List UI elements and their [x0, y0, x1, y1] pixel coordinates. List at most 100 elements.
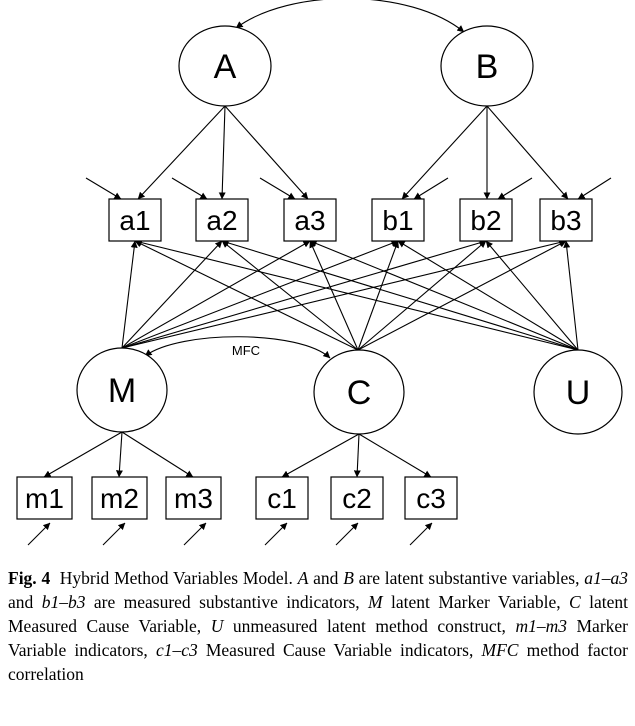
path-U-to-b2: [485, 240, 579, 351]
indicator-b1-box: [371, 198, 425, 242]
caption-run: unmeasured latent method construct,: [223, 616, 516, 636]
path-C-to-c1: [281, 433, 360, 478]
caption-run: M: [368, 592, 383, 612]
path-M-to-m3: [121, 431, 194, 478]
figure-caption: Fig. 4 Hybrid Method Variables Model. A …: [8, 566, 628, 686]
error-arrow-bottom-6: [409, 522, 433, 546]
indicator-m2-label: m2: [100, 483, 139, 514]
path-A-to-a1: [137, 105, 226, 200]
caption-run: method factor correlation: [8, 640, 628, 684]
path-U-to-b3: [563, 240, 579, 351]
error-arrow-top-5: [497, 177, 533, 200]
latent-U-ellipse: [533, 349, 623, 435]
caption-run: Measured Cause Variable indicators,: [197, 640, 482, 660]
indicator-c3-box: [404, 476, 458, 520]
caption-run: a1–a3: [584, 568, 628, 588]
caption-run: Marker Variable indicators,: [8, 616, 628, 660]
mfc-label: MFC: [232, 343, 260, 358]
latent-B-ellipse: [440, 25, 534, 107]
caption-run: C: [569, 592, 581, 612]
path-M-to-b2: [121, 239, 487, 349]
indicator-a3-label: a3: [294, 205, 325, 236]
caption-run: Hybrid Method Variables Model.: [59, 568, 298, 588]
path-M-to-b3: [121, 239, 567, 349]
indicator-c3-label: c3: [416, 483, 446, 514]
indicator-m1-label: m1: [25, 483, 64, 514]
indicator-c1-box: [255, 476, 309, 520]
correlation-A-B: [235, 0, 465, 33]
indicator-c2-box: [330, 476, 384, 520]
caption-run: U: [210, 616, 224, 636]
indicator-a1-box: [108, 198, 162, 242]
latent-A-label: A: [214, 48, 237, 86]
caption-text: Hybrid Method Variables Model. A and B a…: [8, 568, 628, 684]
path-M-to-a2: [121, 240, 223, 349]
indicator-a2-box: [195, 198, 249, 242]
path-C-to-c2: [353, 433, 361, 478]
caption-figure-number: Fig. 4: [8, 568, 51, 588]
latent-M-label: M: [108, 372, 136, 410]
indicator-c1-label: c1: [267, 483, 297, 514]
path-A-to-a2: [218, 105, 226, 200]
path-U-to-b1: [397, 240, 579, 351]
latent-M-ellipse: [76, 347, 168, 433]
error-arrow-bottom-5: [335, 522, 359, 546]
caption-run: B: [343, 568, 354, 588]
caption-run: b1–b3: [41, 592, 86, 612]
path-M-to-b1: [121, 240, 399, 349]
caption-run: latent Marker Variable,: [382, 592, 570, 612]
path-M-to-m2: [115, 431, 123, 478]
path-C-to-a1: [134, 240, 359, 351]
path-B-to-b3: [486, 105, 569, 200]
correlation-mfc: [144, 336, 331, 359]
error-arrow-top-3: [259, 177, 296, 200]
indicator-b2-box: [459, 198, 513, 242]
path-U-to-a1: [134, 239, 579, 351]
error-arrow-bottom-2: [102, 522, 126, 546]
latent-C-ellipse: [313, 349, 405, 435]
indicator-b2-label: b2: [470, 205, 501, 236]
error-arrow-top-1: [85, 177, 122, 200]
path-B-to-b1: [401, 105, 488, 200]
caption-run: and: [308, 568, 344, 588]
caption-run: m1–m3: [515, 616, 567, 636]
indicator-a2-label: a2: [206, 205, 237, 236]
path-M-to-a1: [121, 240, 138, 349]
error-arrow-bottom-1: [27, 522, 51, 546]
path-C-to-a3: [309, 240, 359, 351]
caption-run: latent Measured Cause Variable,: [8, 592, 628, 636]
path-M-to-a3: [121, 240, 311, 349]
indicator-m1-box: [16, 476, 73, 520]
latent-C-label: C: [347, 374, 372, 412]
path-U-to-a2: [221, 239, 579, 351]
indicator-m2-box: [91, 476, 148, 520]
path-C-to-b2: [357, 240, 487, 351]
indicator-b1-label: b1: [382, 205, 413, 236]
error-arrow-top-4: [413, 177, 449, 200]
error-arrow-bottom-4: [264, 522, 288, 546]
path-U-to-a3: [309, 240, 579, 351]
path-A-to-a3: [224, 105, 309, 200]
error-arrow-top-6: [577, 177, 612, 200]
indicator-b3-box: [539, 198, 593, 242]
latent-B-label: B: [476, 48, 499, 86]
path-C-to-b1: [357, 240, 399, 351]
indicator-b3-label: b3: [550, 205, 581, 236]
caption-run: A: [297, 568, 309, 588]
path-C-to-c3: [358, 433, 432, 478]
caption-run: MFC: [481, 640, 519, 660]
path-C-to-a2: [221, 240, 359, 351]
sem-diagram: A B M C Ua1 a2 a3 b1 b2 b3 m1 m2 m3 c1 c2 c3 MFC: [16, 0, 623, 546]
indicator-a3-box: [283, 198, 337, 242]
indicator-m3-label: m3: [174, 483, 213, 514]
indicator-c2-label: c2: [342, 483, 372, 514]
caption-run: c1–c3: [155, 640, 198, 660]
latent-A-ellipse: [178, 25, 272, 107]
indicator-a1-label: a1: [119, 205, 150, 236]
caption-run: are measured substantive indicators,: [85, 592, 369, 612]
error-arrow-top-2: [171, 177, 208, 200]
path-C-to-b3: [357, 240, 567, 351]
latent-U-label: U: [566, 374, 591, 412]
indicator-m3-box: [165, 476, 222, 520]
caption-run: are latent substantive variables,: [353, 568, 585, 588]
